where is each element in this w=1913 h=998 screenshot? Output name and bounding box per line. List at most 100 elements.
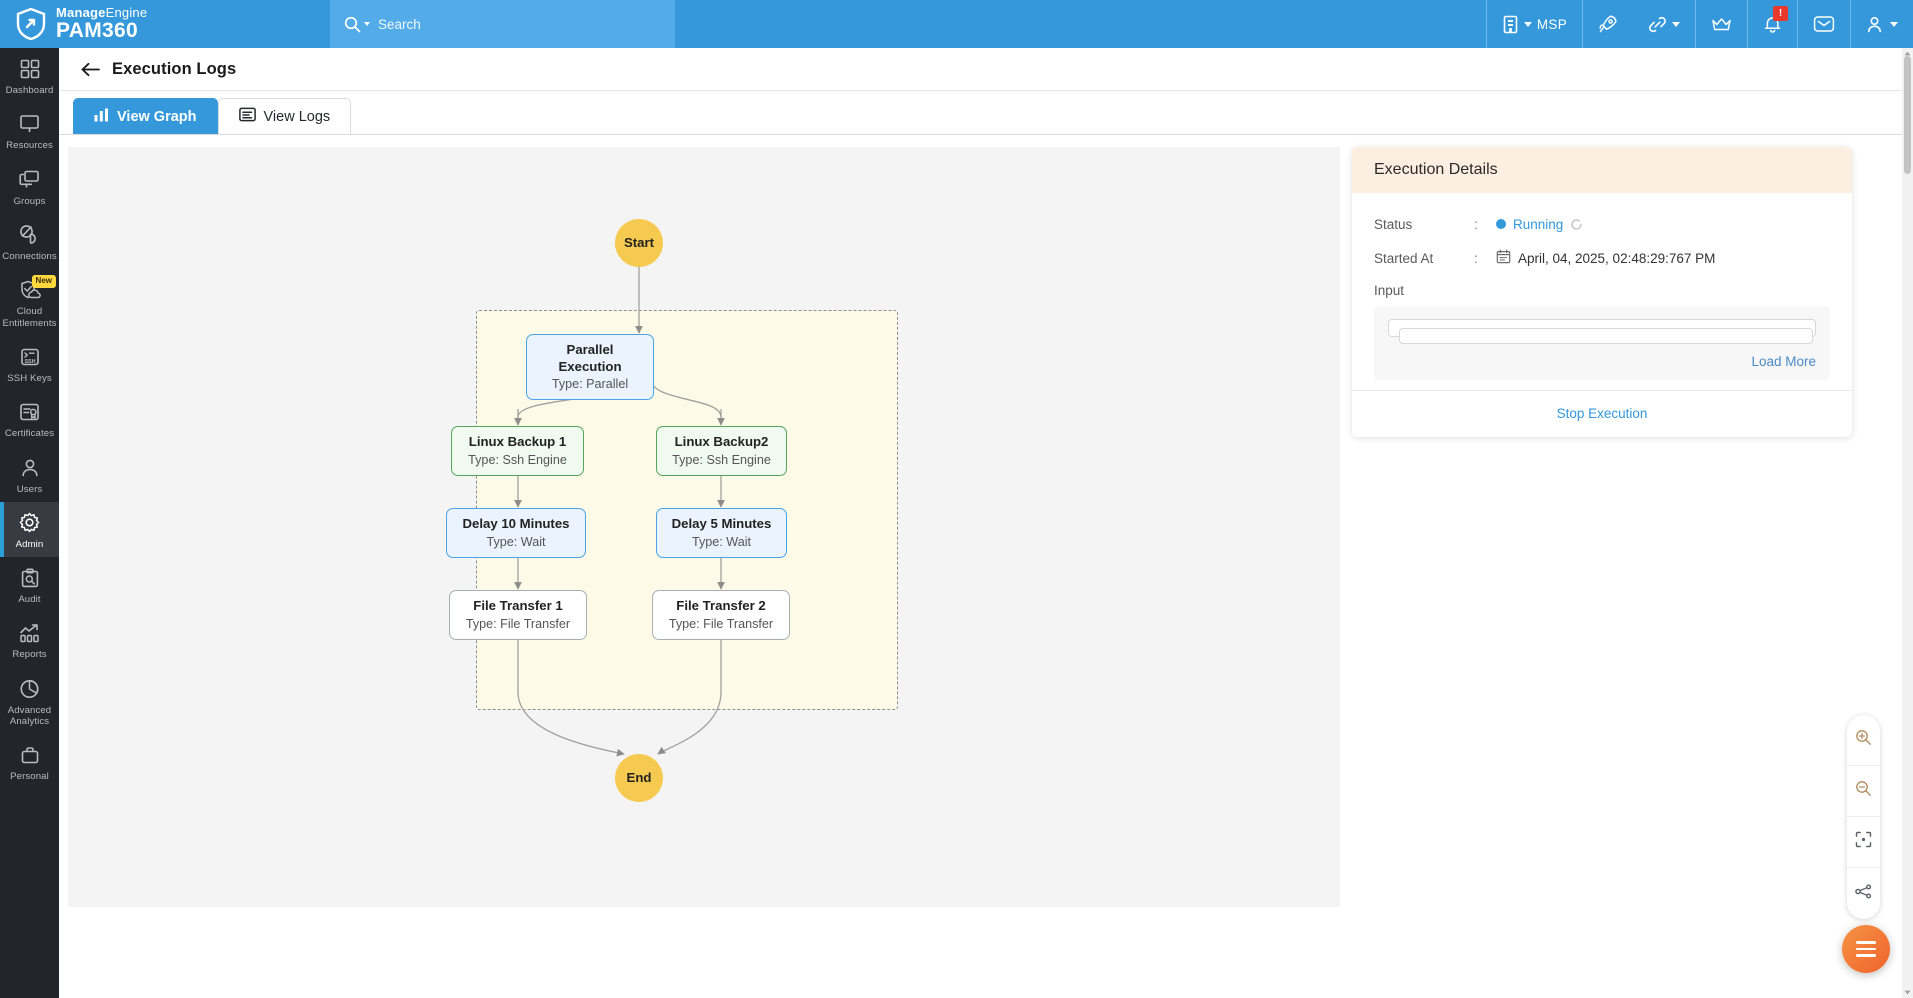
sidebar-item-admin[interactable]: Admin (0, 501, 59, 558)
fit-view-button[interactable] (1847, 817, 1880, 868)
workflow-graph-canvas[interactable]: Start Parallel Execution Type: Parallel … (68, 147, 1340, 907)
graph-node-file-transfer-1[interactable]: File Transfer 1 Type: File Transfer (449, 590, 587, 640)
zoom-in-icon (1855, 729, 1872, 751)
canvas-area: Start Parallel Execution Type: Parallel … (59, 135, 1913, 998)
tab-label: View Graph (117, 108, 197, 125)
mail-button[interactable] (1797, 0, 1850, 48)
user-chevron-down-icon[interactable] (1890, 21, 1898, 27)
sidebar-item-cloud-entitlements[interactable]: New Cloud Entitlements (0, 269, 59, 336)
quick-links-button[interactable] (1633, 0, 1695, 48)
scrollbar-thumb[interactable] (1904, 56, 1911, 174)
sidebar-item-label: Connections (2, 250, 57, 262)
tab-view-logs[interactable]: View Logs (217, 98, 352, 134)
scroll-up-arrow-icon[interactable] (1902, 48, 1913, 59)
satellite-icon (19, 223, 40, 247)
node-label: Delay 10 Minutes (462, 516, 570, 531)
page-title: Execution Logs (112, 59, 237, 78)
sidebar-item-groups[interactable]: Groups (0, 159, 59, 214)
sidebar-item-label: Resources (6, 140, 53, 152)
graph-node-end[interactable]: End (615, 754, 663, 802)
brand-logo[interactable]: ManageEngine PAM360 (0, 0, 330, 48)
global-search-box[interactable]: Search (330, 0, 675, 48)
node-type: Type: Ssh Engine (672, 452, 771, 467)
search-input[interactable]: Search (378, 16, 421, 32)
quick-links-chevron-down-icon[interactable] (1672, 21, 1680, 27)
status-badge: Running (1513, 216, 1564, 232)
sidebar-item-advanced-analytics[interactable]: Advanced Analytics (0, 668, 59, 735)
sidebar-item-label: Admin (15, 538, 44, 550)
sidebar-item-label: Dashboard (5, 85, 54, 96)
execution-details-footer: Stop Execution (1352, 390, 1852, 437)
node-label: File Transfer 2 (676, 598, 766, 613)
search-icon[interactable] (344, 16, 370, 33)
node-type: Type: File Transfer (465, 616, 571, 631)
zoom-in-button[interactable] (1847, 715, 1880, 766)
sidebar-item-reports[interactable]: Reports (0, 612, 59, 667)
brand-engine-text: Engine (105, 5, 148, 21)
tab-bar: View Graph View Logs (59, 91, 1913, 135)
msp-switcher-button[interactable]: MSP (1485, 0, 1582, 48)
user-icon (20, 456, 40, 480)
layout-button[interactable] (1847, 868, 1880, 919)
node-label: File Transfer 1 (473, 598, 563, 613)
graph-node-start[interactable]: Start (615, 219, 663, 267)
mail-icon (1813, 16, 1835, 32)
license-crown-button[interactable] (1695, 0, 1747, 48)
gear-icon (19, 511, 40, 535)
msp-label: MSP (1536, 16, 1567, 32)
rocket-icon (1599, 15, 1617, 33)
sidebar-item-audit[interactable]: Audit (0, 557, 59, 612)
new-badge: New (31, 275, 56, 288)
graph-node-file-transfer-2[interactable]: File Transfer 2 Type: File Transfer (652, 590, 790, 640)
loading-spinner-icon (1570, 218, 1583, 231)
input-skeleton-inner (1399, 328, 1813, 344)
list-icon (238, 107, 256, 126)
sidebar-item-users[interactable]: Users (0, 447, 59, 502)
zoom-out-button[interactable] (1847, 766, 1880, 817)
status-row: Status : Running (1374, 207, 1830, 241)
hamburger-menu-icon (1856, 954, 1876, 957)
sidebar-item-label: Reports (12, 649, 47, 661)
notifications-button[interactable]: ! (1747, 0, 1797, 48)
started-at-label: Started At (1374, 250, 1434, 266)
user-profile-button[interactable] (1850, 0, 1913, 48)
crown-icon (1712, 17, 1731, 30)
notification-badge: ! (1773, 6, 1788, 21)
node-type: Type: File Transfer (668, 616, 774, 631)
back-arrow-icon[interactable] (81, 62, 100, 77)
msp-chevron-down-icon[interactable] (1523, 21, 1532, 27)
tab-view-graph[interactable]: View Graph (73, 98, 218, 134)
sidebar-item-label: SSH Keys (7, 372, 52, 384)
ssh-terminal-icon: SSH (20, 345, 40, 369)
scroll-down-arrow-icon[interactable] (1902, 987, 1913, 998)
load-more-link[interactable]: Load More (1751, 354, 1816, 369)
stop-execution-button[interactable]: Stop Execution (1556, 406, 1648, 421)
sidebar-item-certificates[interactable]: Certificates (0, 391, 59, 446)
monitor-icon (19, 112, 40, 136)
sidebar-item-label: Users (16, 483, 43, 495)
page-header: Execution Logs (59, 48, 1913, 91)
status-value-wrap: Running (1496, 217, 1583, 232)
sidebar-item-ssh-keys[interactable]: SSH SSH Keys (0, 336, 59, 391)
graph-node-linux-backup-2[interactable]: Linux Backup2 Type: Ssh Engine (656, 426, 787, 476)
graph-node-delay-10-minutes[interactable]: Delay 10 Minutes Type: Wait (446, 508, 586, 558)
sidebar-item-personal[interactable]: Personal (0, 734, 59, 789)
sidebar-item-resources[interactable]: Resources (0, 103, 59, 158)
user-icon (1868, 16, 1881, 32)
graph-node-parallel-execution[interactable]: Parallel Execution Type: Parallel (526, 334, 654, 401)
topbar-actions: MSP (1485, 0, 1913, 48)
graph-node-delay-5-minutes[interactable]: Delay 5 Minutes Type: Wait (656, 508, 787, 558)
node-type: Type: Parallel (551, 377, 629, 391)
left-sidebar: Dashboard Resources Groups (0, 48, 59, 998)
search-scope-chevron-down-icon[interactable] (364, 22, 370, 26)
input-panel: Load More (1374, 306, 1830, 380)
whats-new-rocket-button[interactable] (1582, 0, 1633, 48)
vertical-scrollbar[interactable] (1902, 48, 1913, 998)
floating-action-button[interactable] (1842, 925, 1890, 973)
sidebar-item-connections[interactable]: Connections (0, 214, 59, 269)
node-type: Type: Wait (691, 534, 752, 549)
analytics-icon (19, 677, 40, 701)
sidebar-item-dashboard[interactable]: Dashboard (0, 48, 59, 103)
link-icon (1649, 16, 1666, 32)
graph-node-linux-backup-1[interactable]: Linux Backup 1 Type: Ssh Engine (451, 426, 584, 476)
